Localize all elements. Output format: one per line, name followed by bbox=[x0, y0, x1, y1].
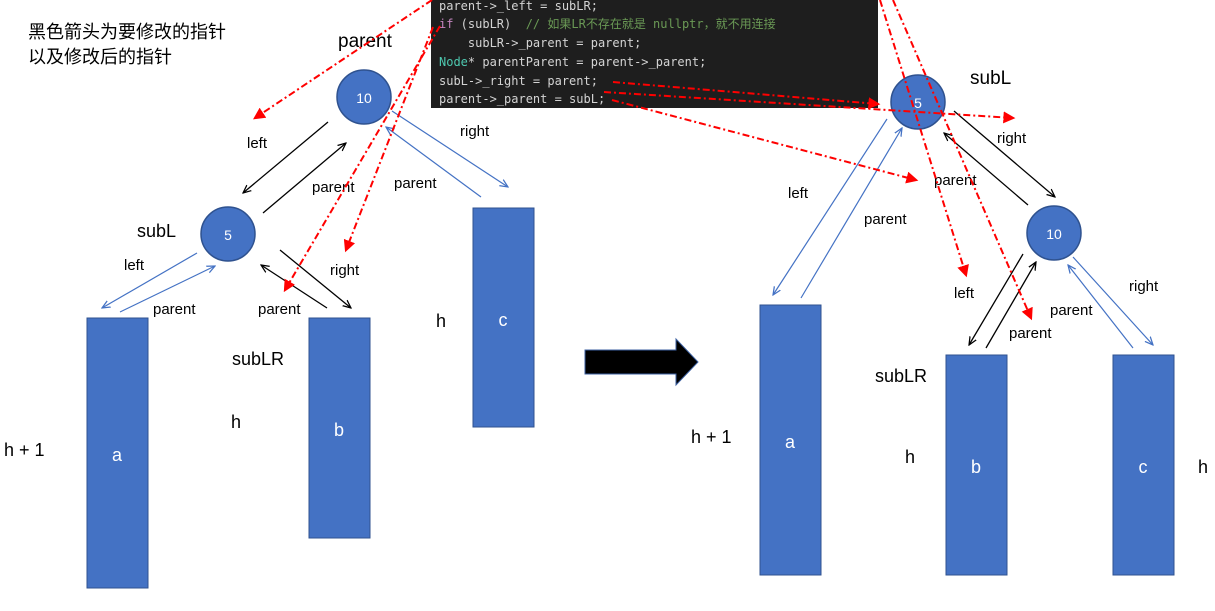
code-line-2: if (subLR) // 如果LR不存在就是 nullptr，就不用连接 bbox=[439, 16, 776, 31]
guide-subLR-parent-before bbox=[283, 25, 441, 293]
after-edge-c-parent-label: parent bbox=[1050, 302, 1093, 319]
before-edge-subL-parent bbox=[262, 143, 346, 214]
after-edge-subL-left-label: left bbox=[788, 185, 809, 202]
before-node-parent bbox=[336, 69, 392, 125]
note: 黑色箭头为要修改的指针 以及修改后的指针 bbox=[28, 22, 226, 68]
code-line-4: Node* parentParent = parent->_parent; bbox=[439, 55, 706, 69]
before-edge-a-parent bbox=[119, 266, 215, 313]
before-edge-parent-left bbox=[243, 121, 329, 193]
after-bar-b-name: b bbox=[971, 457, 981, 477]
before-tree: a b c h + 1 h h subLR 10 parent 5 subL l… bbox=[4, 31, 535, 589]
guide-subLR-parent-after bbox=[892, 0, 1033, 321]
after-bar-b bbox=[945, 354, 1008, 576]
before-height-b: h bbox=[231, 412, 241, 432]
after-bar-a bbox=[759, 304, 822, 576]
before-node-parent-value: 10 bbox=[356, 90, 372, 106]
before-edge-subL-left bbox=[102, 252, 198, 308]
guide-subL-right bbox=[603, 91, 1016, 124]
before-height-a: h + 1 bbox=[4, 440, 45, 460]
after-node-subL-value: 5 bbox=[914, 95, 922, 111]
code-token: Node bbox=[439, 55, 468, 69]
after-edge-subL-left bbox=[773, 118, 888, 295]
after-node-parent-value: 10 bbox=[1046, 226, 1062, 242]
before-bar-c-name: c bbox=[499, 310, 508, 330]
after-tree: a b c h + 1 h h subLR 5 subL 10 left par… bbox=[691, 68, 1208, 576]
before-edge-c-parent-label: parent bbox=[394, 175, 437, 192]
before-edge-subL-right-label: right bbox=[330, 262, 360, 279]
code-token: * parentParent = parent->_parent; bbox=[468, 55, 706, 69]
after-node-parent bbox=[1026, 205, 1082, 261]
guide-parent-left-before bbox=[253, 0, 433, 120]
after-edge-parent-left bbox=[969, 253, 1024, 345]
after-edge-parent-parent bbox=[944, 133, 1029, 206]
before-edge-parent-right-label: right bbox=[460, 123, 490, 140]
before-bar-a bbox=[86, 317, 149, 589]
after-edge-a-parent bbox=[800, 128, 902, 299]
code-token: (subLR) bbox=[453, 17, 525, 31]
before-bar-b bbox=[308, 317, 371, 539]
code-token: subL->_right = parent; bbox=[439, 74, 598, 88]
before-edge-c-parent bbox=[386, 127, 482, 198]
before-height-c: h bbox=[436, 311, 446, 331]
after-edge-subL-right bbox=[953, 110, 1055, 197]
after-edge-b-parent bbox=[985, 262, 1036, 349]
code-panel: parent->_left = subLR; if (subLR) // 如果L… bbox=[431, 0, 878, 108]
code-line-1: parent->_left = subLR; bbox=[439, 0, 598, 13]
after-subLR-label: subLR bbox=[875, 366, 927, 386]
guide-parent-left-after bbox=[879, 0, 969, 278]
after-edge-subL-right-label: right bbox=[997, 130, 1027, 147]
before-bar-b-name: b bbox=[334, 420, 344, 440]
before-edge-subL-right bbox=[279, 249, 351, 308]
before-node-subL bbox=[200, 206, 256, 262]
after-height-a: h + 1 bbox=[691, 427, 732, 447]
after-bar-c-name: c bbox=[1139, 457, 1148, 477]
after-bar-a-name: a bbox=[785, 432, 796, 452]
transition-arrow bbox=[584, 337, 699, 387]
code-line-5: subL->_right = parent; bbox=[439, 74, 598, 88]
after-edge-parent-right bbox=[1072, 256, 1153, 345]
code-token: subLR->_parent = parent; bbox=[439, 36, 641, 50]
after-height-c: h bbox=[1198, 457, 1208, 477]
before-edge-subL-left-label: left bbox=[124, 257, 145, 274]
after-height-b: h bbox=[905, 447, 915, 467]
code-token: if bbox=[439, 17, 453, 31]
before-edge-a-parent-label: parent bbox=[153, 301, 196, 318]
before-bar-c bbox=[472, 207, 535, 428]
code-token: parent->_parent = subL; bbox=[439, 92, 605, 106]
after-edge-parent-parent-label: parent bbox=[934, 172, 977, 189]
after-node-subL-label: subL bbox=[970, 68, 1011, 89]
guide-subLR-parent-before-2 bbox=[343, 26, 434, 253]
before-edge-parent-right bbox=[391, 110, 508, 187]
guide-parent-parent bbox=[611, 99, 919, 184]
after-edge-b-parent-label: parent bbox=[1009, 325, 1052, 342]
before-edge-b-parent-label: parent bbox=[258, 301, 301, 318]
note-line-1: 黑色箭头为要修改的指针 bbox=[28, 22, 226, 43]
after-edge-c-parent bbox=[1068, 265, 1134, 349]
note-line-2: 以及修改后的指针 bbox=[28, 47, 172, 68]
before-edge-subL-parent-label: parent bbox=[312, 179, 355, 196]
code-token: parent->_left = subLR; bbox=[439, 0, 598, 13]
code-panel-bg bbox=[431, 0, 878, 108]
after-edge-a-parent-label: parent bbox=[864, 211, 907, 228]
before-edge-parent-left-label: left bbox=[247, 135, 268, 152]
before-node-subL-value: 5 bbox=[224, 227, 232, 243]
after-edge-parent-right-label: right bbox=[1129, 278, 1159, 295]
guide-subL-right-top bbox=[612, 81, 881, 110]
code-token: // 如果LR不存在就是 nullptr，就不用连接 bbox=[526, 16, 776, 31]
before-node-parent-label: parent bbox=[338, 31, 393, 52]
before-node-subL-label: subL bbox=[137, 221, 176, 241]
red-guides bbox=[253, 0, 1033, 321]
after-edge-parent-left-label: left bbox=[954, 285, 975, 302]
before-bar-a-name: a bbox=[112, 445, 123, 465]
after-bar-c bbox=[1112, 354, 1175, 576]
code-line-6: parent->_parent = subL; bbox=[439, 92, 605, 106]
before-subLR-label: subLR bbox=[232, 349, 284, 369]
code-line-3: subLR->_parent = parent; bbox=[439, 36, 641, 50]
